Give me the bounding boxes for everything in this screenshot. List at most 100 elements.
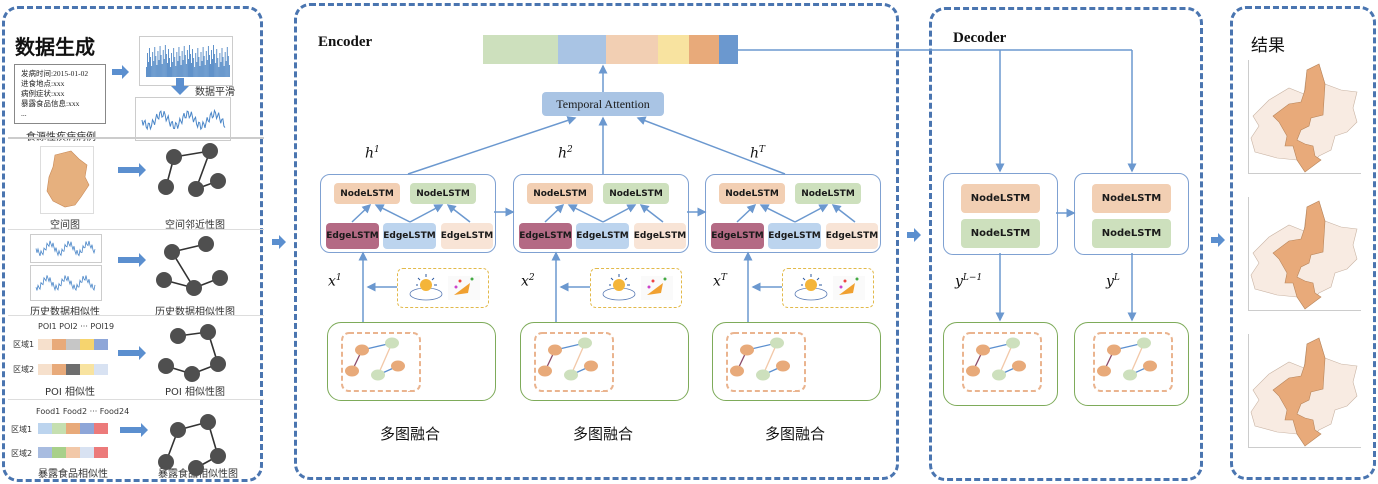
poi-color-cell	[66, 364, 80, 375]
beijing-map-thumb	[40, 146, 94, 214]
food-region2-strip	[38, 447, 108, 458]
result-map	[1248, 60, 1361, 174]
raw-series-bar	[191, 63, 192, 77]
divider	[8, 399, 264, 400]
raw-series-plot	[146, 45, 230, 77]
edge-to-node-arrow	[831, 204, 856, 223]
graph-node	[158, 179, 174, 195]
graph-node	[186, 280, 202, 296]
spatial-graph-caption: 空间邻近性图	[165, 220, 225, 231]
graph-node	[188, 460, 204, 476]
poi-color-cell	[94, 339, 108, 350]
raw-series-bar	[222, 57, 224, 77]
raw-series-bar	[157, 51, 159, 77]
raw-series-bar	[224, 52, 226, 77]
case-line: ...	[21, 109, 27, 118]
graph-node	[564, 369, 578, 381]
edge-to-node-arrow	[351, 203, 372, 223]
raw-series-bar	[170, 67, 171, 77]
graph-node	[188, 181, 204, 197]
input-label: xT	[713, 273, 727, 290]
smooth-label: 数据平滑	[195, 87, 235, 98]
smooth-down-arrow-icon	[171, 78, 189, 95]
divider	[8, 229, 264, 230]
node-lstm-orange: NodeLSTM	[1092, 184, 1171, 213]
input-label: x1	[328, 273, 342, 290]
poi-color-cell	[80, 339, 94, 350]
flow-arrow-icon	[118, 346, 146, 360]
history-series-chart-2	[30, 265, 102, 301]
raw-series-bar	[213, 45, 214, 77]
holiday-icon	[833, 276, 865, 300]
temporal-attention-box: Temporal Attention	[542, 92, 664, 116]
raw-series-bar	[149, 48, 150, 77]
graph-node	[158, 358, 174, 374]
weather-icon	[602, 274, 636, 301]
hidden-state-label: h2	[558, 145, 573, 162]
graph-node	[548, 344, 562, 356]
edge-to-node-arrow	[544, 203, 565, 223]
history-caption: 历史数据相似性	[30, 307, 100, 318]
poi-color-cell	[38, 364, 52, 375]
flow-arrow-icon	[112, 65, 129, 79]
graph-node	[164, 244, 180, 260]
graph-node	[1097, 365, 1111, 377]
raw-series-bar	[178, 47, 180, 77]
encoder-panel	[294, 3, 899, 480]
graph-node	[1123, 369, 1137, 381]
raw-series-bar	[228, 65, 230, 77]
raw-series-bar	[189, 45, 190, 77]
raw-series-bar	[153, 61, 155, 77]
hidden-state-label: h1	[365, 145, 380, 162]
edge-lstm-red: EdgeLSTM	[326, 223, 379, 249]
graph-edge	[570, 342, 586, 376]
raw-series-bar	[209, 55, 210, 77]
similarity-graph	[156, 236, 228, 296]
beijing-map-shape	[46, 150, 90, 208]
food-caption: 暴露食品相似性	[38, 469, 108, 480]
node-lstm-orange: NodeLSTM	[527, 183, 593, 204]
flow-arrow-icon	[118, 253, 146, 267]
context-vector	[483, 35, 738, 64]
encoder-cell: NodeLSTM NodeLSTM EdgeLSTM EdgeLSTM Edge…	[320, 174, 496, 253]
case-line: 进食地点:xxx	[21, 79, 65, 88]
graph-node	[170, 422, 186, 438]
poi-color-cell	[38, 339, 52, 350]
edge-lstm-peach: EdgeLSTM	[634, 223, 686, 249]
graph-layer	[726, 332, 806, 392]
raw-series-bar	[210, 64, 211, 77]
graph-node	[200, 324, 216, 340]
graph-node	[212, 270, 228, 286]
raw-series-bar	[150, 57, 151, 77]
history-series-line	[35, 240, 96, 257]
graph-node	[756, 369, 770, 381]
case-line: 病例症状:xxx	[21, 89, 65, 98]
graph-node	[578, 337, 592, 349]
food-color-cell	[94, 447, 108, 458]
graph-node	[156, 272, 172, 288]
food-header: Food1 Food2 ··· Food24	[36, 407, 130, 416]
divider	[8, 137, 264, 139]
raw-series-bar	[211, 50, 212, 77]
raw-series-bar	[174, 57, 176, 77]
graph-node	[1012, 360, 1026, 372]
fused-graph	[726, 332, 806, 392]
raw-series-bars	[146, 45, 230, 77]
weather-icon	[794, 274, 828, 301]
edge-to-node-arrow	[759, 204, 796, 223]
node-lstm-green: NodeLSTM	[603, 183, 669, 204]
raw-series-bar	[160, 55, 162, 77]
decoder-cell: NodeLSTM NodeLSTM	[1074, 173, 1189, 255]
similarity-graph	[158, 414, 226, 476]
raw-series-bar	[206, 60, 208, 77]
food-color-cell	[94, 423, 108, 434]
raw-series-bar	[161, 64, 163, 77]
hidden-to-attention-arrow	[407, 116, 577, 175]
context-vector-segment	[558, 35, 606, 64]
raw-series-bar	[175, 66, 177, 77]
context-vector-segment	[689, 35, 719, 64]
raw-series-bar	[199, 66, 201, 77]
fused-graph	[534, 332, 614, 392]
edge-lstm-peach: EdgeLSTM	[826, 223, 878, 249]
raw-series-bar	[201, 61, 203, 77]
